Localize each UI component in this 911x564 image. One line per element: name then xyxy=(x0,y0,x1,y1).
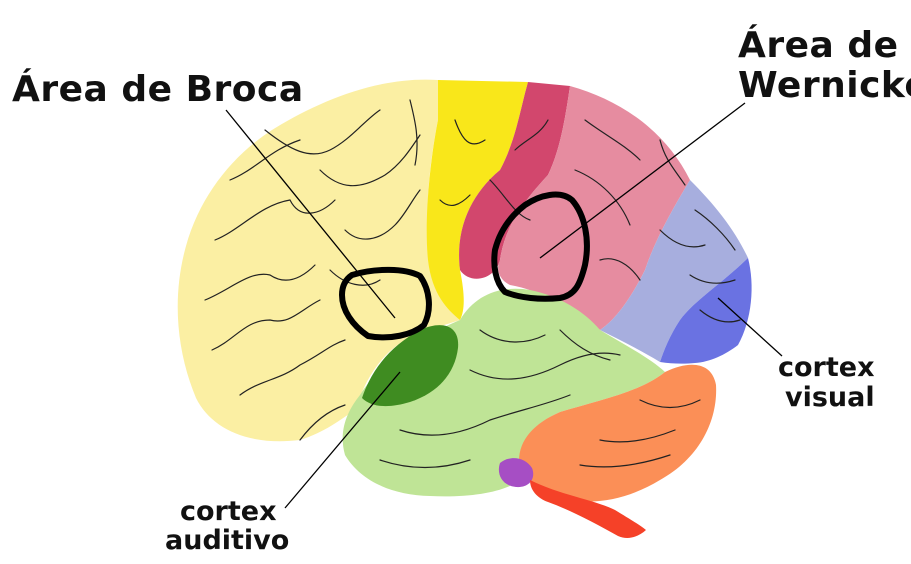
wernicke-area-label-line1: Área de xyxy=(738,25,899,66)
auditory-cortex-label-line1: cortex xyxy=(180,496,277,527)
motor-cortex-region xyxy=(426,80,528,320)
auditory-cortex-label-line2: auditivo xyxy=(165,525,290,556)
wernicke-area-label-line2: Wernicke xyxy=(738,65,911,106)
visual-cortex-leader-line xyxy=(717,297,783,357)
leader-lines xyxy=(225,102,783,509)
occipital-lobe-region xyxy=(600,180,748,362)
somatosensory-cortex-region xyxy=(459,82,570,279)
pons-region xyxy=(498,458,534,488)
auditory-cortex-region xyxy=(362,325,459,407)
parietal-lobe-region xyxy=(498,86,690,330)
broca-area-outline xyxy=(339,266,432,341)
gyri-lines xyxy=(204,99,741,469)
brainstem-region xyxy=(530,480,646,538)
cerebellum-region xyxy=(519,364,717,502)
broca-leader-line xyxy=(225,109,396,319)
visual-cortex-label-line2: visual xyxy=(785,382,875,413)
broca-area-label: Área de Broca xyxy=(12,69,304,110)
visual-cortex-label-line1: cortex xyxy=(778,352,875,383)
wernicke-leader-line xyxy=(539,102,746,259)
visual-cortex-region xyxy=(660,258,752,364)
auditory-cortex-leader-line xyxy=(284,371,401,509)
wernicke-area-outline xyxy=(491,191,590,302)
